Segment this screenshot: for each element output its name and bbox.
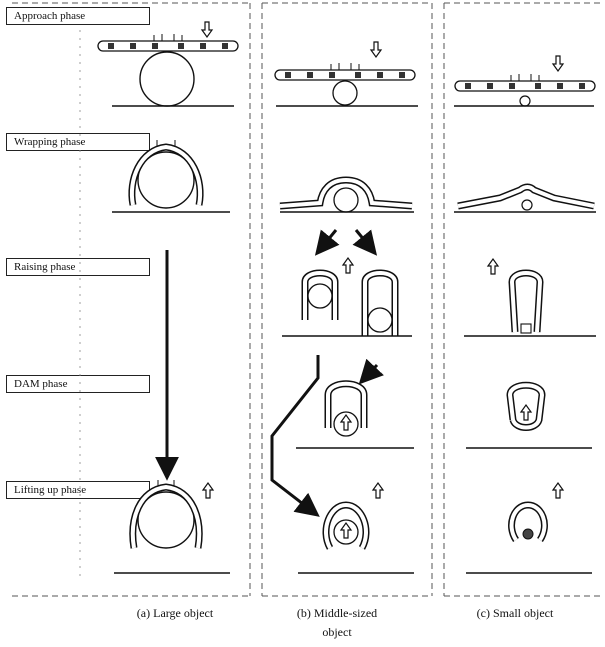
middle-dam: [296, 384, 414, 448]
large-wrapping: [112, 140, 230, 212]
middle-split-arrow-right: [356, 230, 374, 252]
small-raising: [464, 259, 596, 336]
middle-flow-arrow: [272, 355, 318, 514]
middle-wrapping: [280, 180, 414, 212]
small-dam: [466, 385, 592, 448]
middle-lifting: [298, 483, 414, 573]
small-wrapping: [454, 187, 596, 212]
middle-split-arrow-left: [318, 230, 336, 252]
small-approach: [454, 56, 595, 106]
large-lifting: [114, 480, 230, 573]
large-approach: [98, 22, 238, 106]
middle-raising: [282, 258, 412, 336]
middle-dam-arrow: [362, 365, 377, 381]
middle-approach: [275, 42, 418, 106]
small-lifting: [466, 483, 592, 573]
